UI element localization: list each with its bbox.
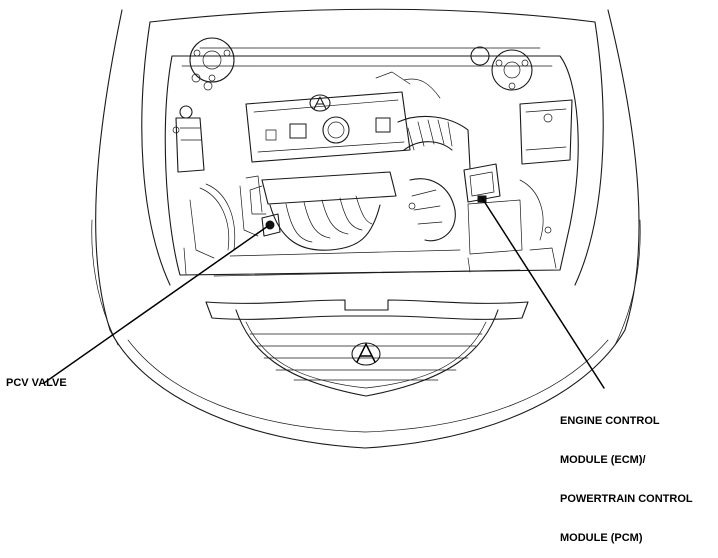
vehicle-body-outline — [91, 8, 641, 449]
hoses — [172, 71, 557, 275]
left-strut-tower — [189, 37, 235, 91]
engine-compartment — [164, 47, 579, 276]
pcv-valve-leader-line — [43, 225, 269, 384]
engine-bay-diagram — [43, 8, 641, 449]
front-grille — [205, 299, 529, 397]
ecm-pcm-label-line-2: MODULE (ECM)/ — [560, 454, 646, 466]
battery-box — [519, 99, 573, 165]
acura-emblem-icon — [309, 94, 331, 112]
pcv-valve — [239, 175, 281, 237]
ecm-pcm-module — [463, 163, 523, 255]
ecm-pcm-label: ENGINE CONTROL MODULE (ECM)/ POWERTRAIN … — [560, 389, 693, 558]
coolant-reservoir — [175, 105, 205, 173]
pcv-valve-label: PCV VALVE — [6, 377, 67, 389]
air-intake-duct — [397, 115, 471, 242]
radiator-support — [213, 249, 521, 277]
ecm-pcm-label-line-3: POWERTRAIN CONTROL — [560, 493, 693, 505]
right-strut-tower — [470, 46, 533, 91]
valve-cover — [245, 91, 411, 163]
front-acura-emblem-icon — [351, 342, 381, 366]
intake-manifold — [249, 171, 397, 251]
ecm-pcm-label-line-1: ENGINE CONTROL — [560, 415, 660, 427]
ecm-pcm-leader-line — [481, 197, 605, 389]
ecm-pcm-label-line-4: MODULE (PCM) — [560, 532, 643, 544]
